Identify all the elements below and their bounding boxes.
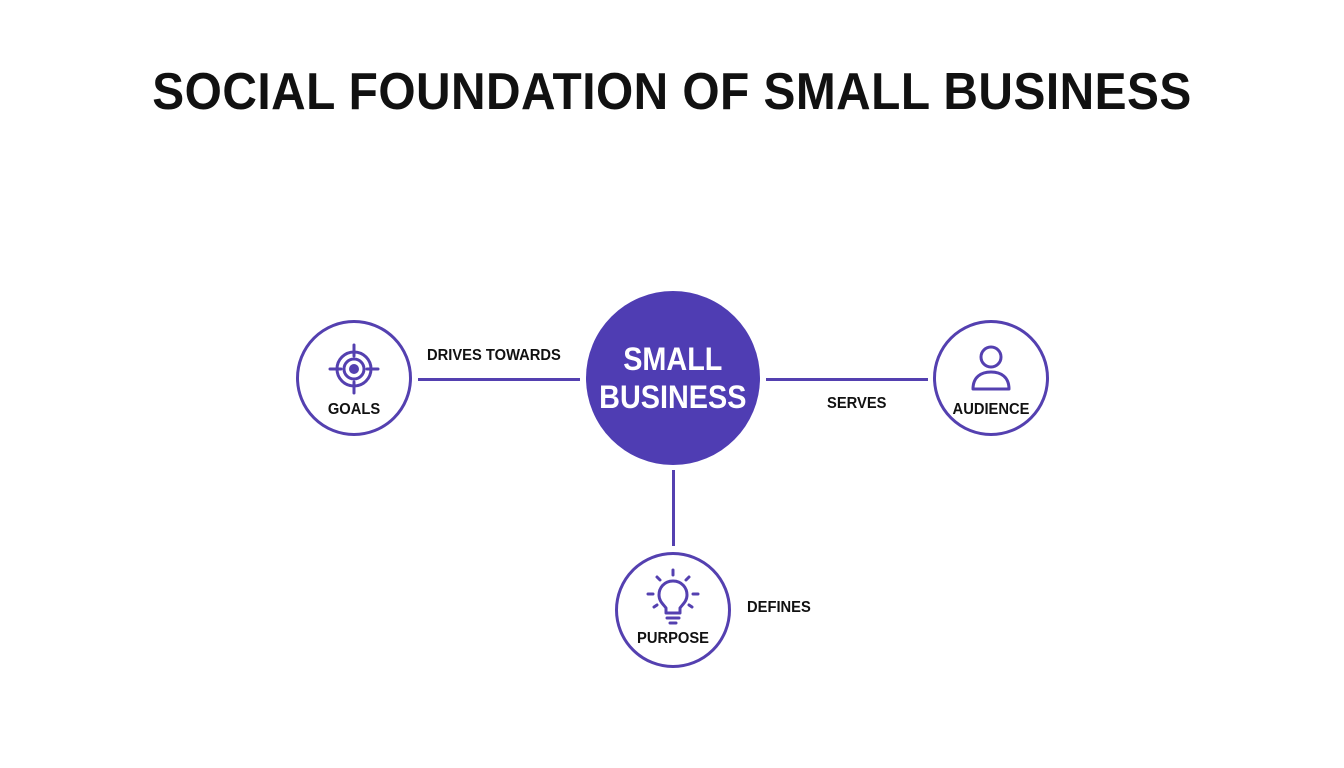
center-node-small-business: SMALL BUSINESS (586, 291, 760, 465)
node-goals: GOALS (296, 320, 412, 436)
person-icon (967, 343, 1015, 398)
connector-purpose (672, 470, 675, 546)
edge-label-defines: DEFINES (747, 599, 811, 616)
node-purpose-label: PURPOSE (637, 630, 709, 647)
node-audience-label: AUDIENCE (952, 401, 1030, 418)
node-purpose: PURPOSE (615, 552, 731, 668)
connector-goals (418, 378, 580, 381)
connector-audience (766, 378, 928, 381)
center-node-label: SMALL BUSINESS (599, 341, 747, 415)
node-goals-label: GOALS (327, 401, 381, 418)
page-title: SOCIAL FOUNDATION OF SMALL BUSINESS (152, 63, 1192, 121)
edge-label-drives-towards: DRIVES TOWARDS (427, 347, 561, 364)
target-icon (326, 341, 382, 402)
edge-label-serves: SERVES (827, 395, 887, 412)
node-audience: AUDIENCE (933, 320, 1049, 436)
lightbulb-icon (643, 567, 703, 632)
